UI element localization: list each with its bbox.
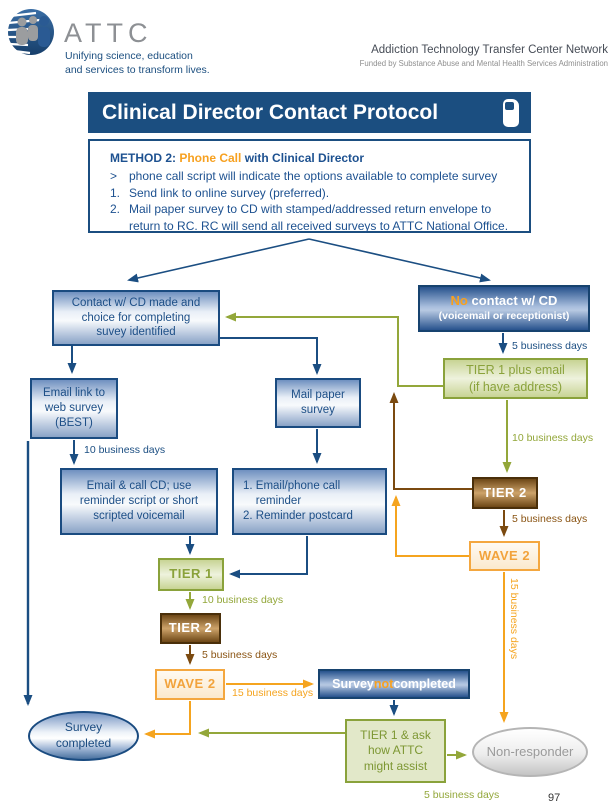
node-wave2-right: WAVE 2 <box>469 541 540 571</box>
node-email-call: Email & call CD; use reminder script or … <box>60 468 218 535</box>
phone-screen <box>505 101 514 110</box>
method-item-text: phone call script will indicate the opti… <box>129 168 498 183</box>
org-name: Addiction Technology Transfer Center Net… <box>371 44 608 56</box>
node-tier1-ask: TIER 1 & ask how ATTC might assist <box>345 719 446 783</box>
method-item: 1. Send link to online survey (preferred… <box>110 185 521 202</box>
edge-label-wave2-left: 15 business days <box>232 687 314 699</box>
survey-not-a: Survey <box>332 676 374 691</box>
method-heading-suffix: with Clinical Director <box>241 151 365 165</box>
node-survey-not-completed: Survey not completed <box>318 669 470 699</box>
attc-wordmark: ATTC <box>64 18 153 48</box>
attc-globe-logo <box>7 9 54 55</box>
org-block: Addiction Technology Transfer Center Net… <box>360 44 608 68</box>
node-tier2-right: TIER 2 <box>472 477 538 509</box>
edge-label-tier2-left: 5 business days <box>202 649 278 661</box>
node-tier2-left: TIER 2 <box>160 613 221 644</box>
method-item-marker: 2. <box>110 202 121 217</box>
edge-label-tier1plus: 10 business days <box>512 432 594 444</box>
node-survey-completed: Survey completed <box>28 711 139 761</box>
node-tier1-plus-email: TIER 1 plus email (if have address) <box>443 358 588 399</box>
title-banner: Clinical Director Contact Protocol <box>88 92 531 133</box>
node-no-contact-title: No contact w/ CD <box>451 293 558 310</box>
edge-label-email-link: 10 business days <box>84 444 166 456</box>
funded-by: Funded by Substance Abuse and Mental Hea… <box>359 59 608 68</box>
page-number: 97 <box>548 792 561 804</box>
page-title: Clinical Director Contact Protocol <box>102 100 439 124</box>
method-item-text: Send link to online survey (preferred). <box>129 185 330 200</box>
no-contact-highlight: No <box>450 293 468 309</box>
method-item-marker: 1. <box>110 185 121 200</box>
method-heading-highlight: Phone Call <box>179 151 242 165</box>
method-item-marker: > <box>110 168 118 183</box>
method-item: 2. Mail paper survey to CD with stamped/… <box>110 201 521 235</box>
edge-label-tier1-ask: 5 business days <box>424 789 500 801</box>
node-non-responder: Non-responder <box>472 727 588 777</box>
no-contact-sub: (voicemail or receptionist) <box>438 310 570 323</box>
phone-icon <box>503 98 519 127</box>
method-heading-prefix: METHOD 2: <box>110 151 180 165</box>
node-mail-paper: Mail paper survey <box>275 378 361 428</box>
node-contact-made: Contact w/ CD made and choice for comple… <box>52 290 220 346</box>
attc-tagline: Unifying science, education and services… <box>65 50 210 76</box>
node-wave2-left: WAVE 2 <box>155 669 225 700</box>
node-email-link: Email link to web survey (BEST) <box>30 378 118 439</box>
edge-label-tier2-right: 5 business days <box>512 513 588 525</box>
method-heading: METHOD 2: Phone Call with Clinical Direc… <box>110 150 521 167</box>
method-item: > phone call script will indicate the op… <box>110 168 521 185</box>
survey-not-highlight: not <box>373 676 394 691</box>
node-reminder-list: 1. Email/phone call reminder 2. Reminder… <box>232 468 387 535</box>
method-box: METHOD 2: Phone Call with Clinical Direc… <box>88 139 531 233</box>
edge-label-no-contact: 5 business days <box>512 340 588 352</box>
edge-label-wave2-right: 15 business days <box>508 578 520 660</box>
survey-not-c: completed <box>393 676 456 691</box>
node-tier1-left: TIER 1 <box>158 558 224 591</box>
method-item-text: Mail paper survey to CD with stamped/add… <box>129 202 509 234</box>
no-contact-rest: contact w/ CD <box>467 293 558 309</box>
node-no-contact: No contact w/ CD (voicemail or reception… <box>418 285 590 332</box>
edge-label-tier1-left: 10 business days <box>202 594 284 606</box>
